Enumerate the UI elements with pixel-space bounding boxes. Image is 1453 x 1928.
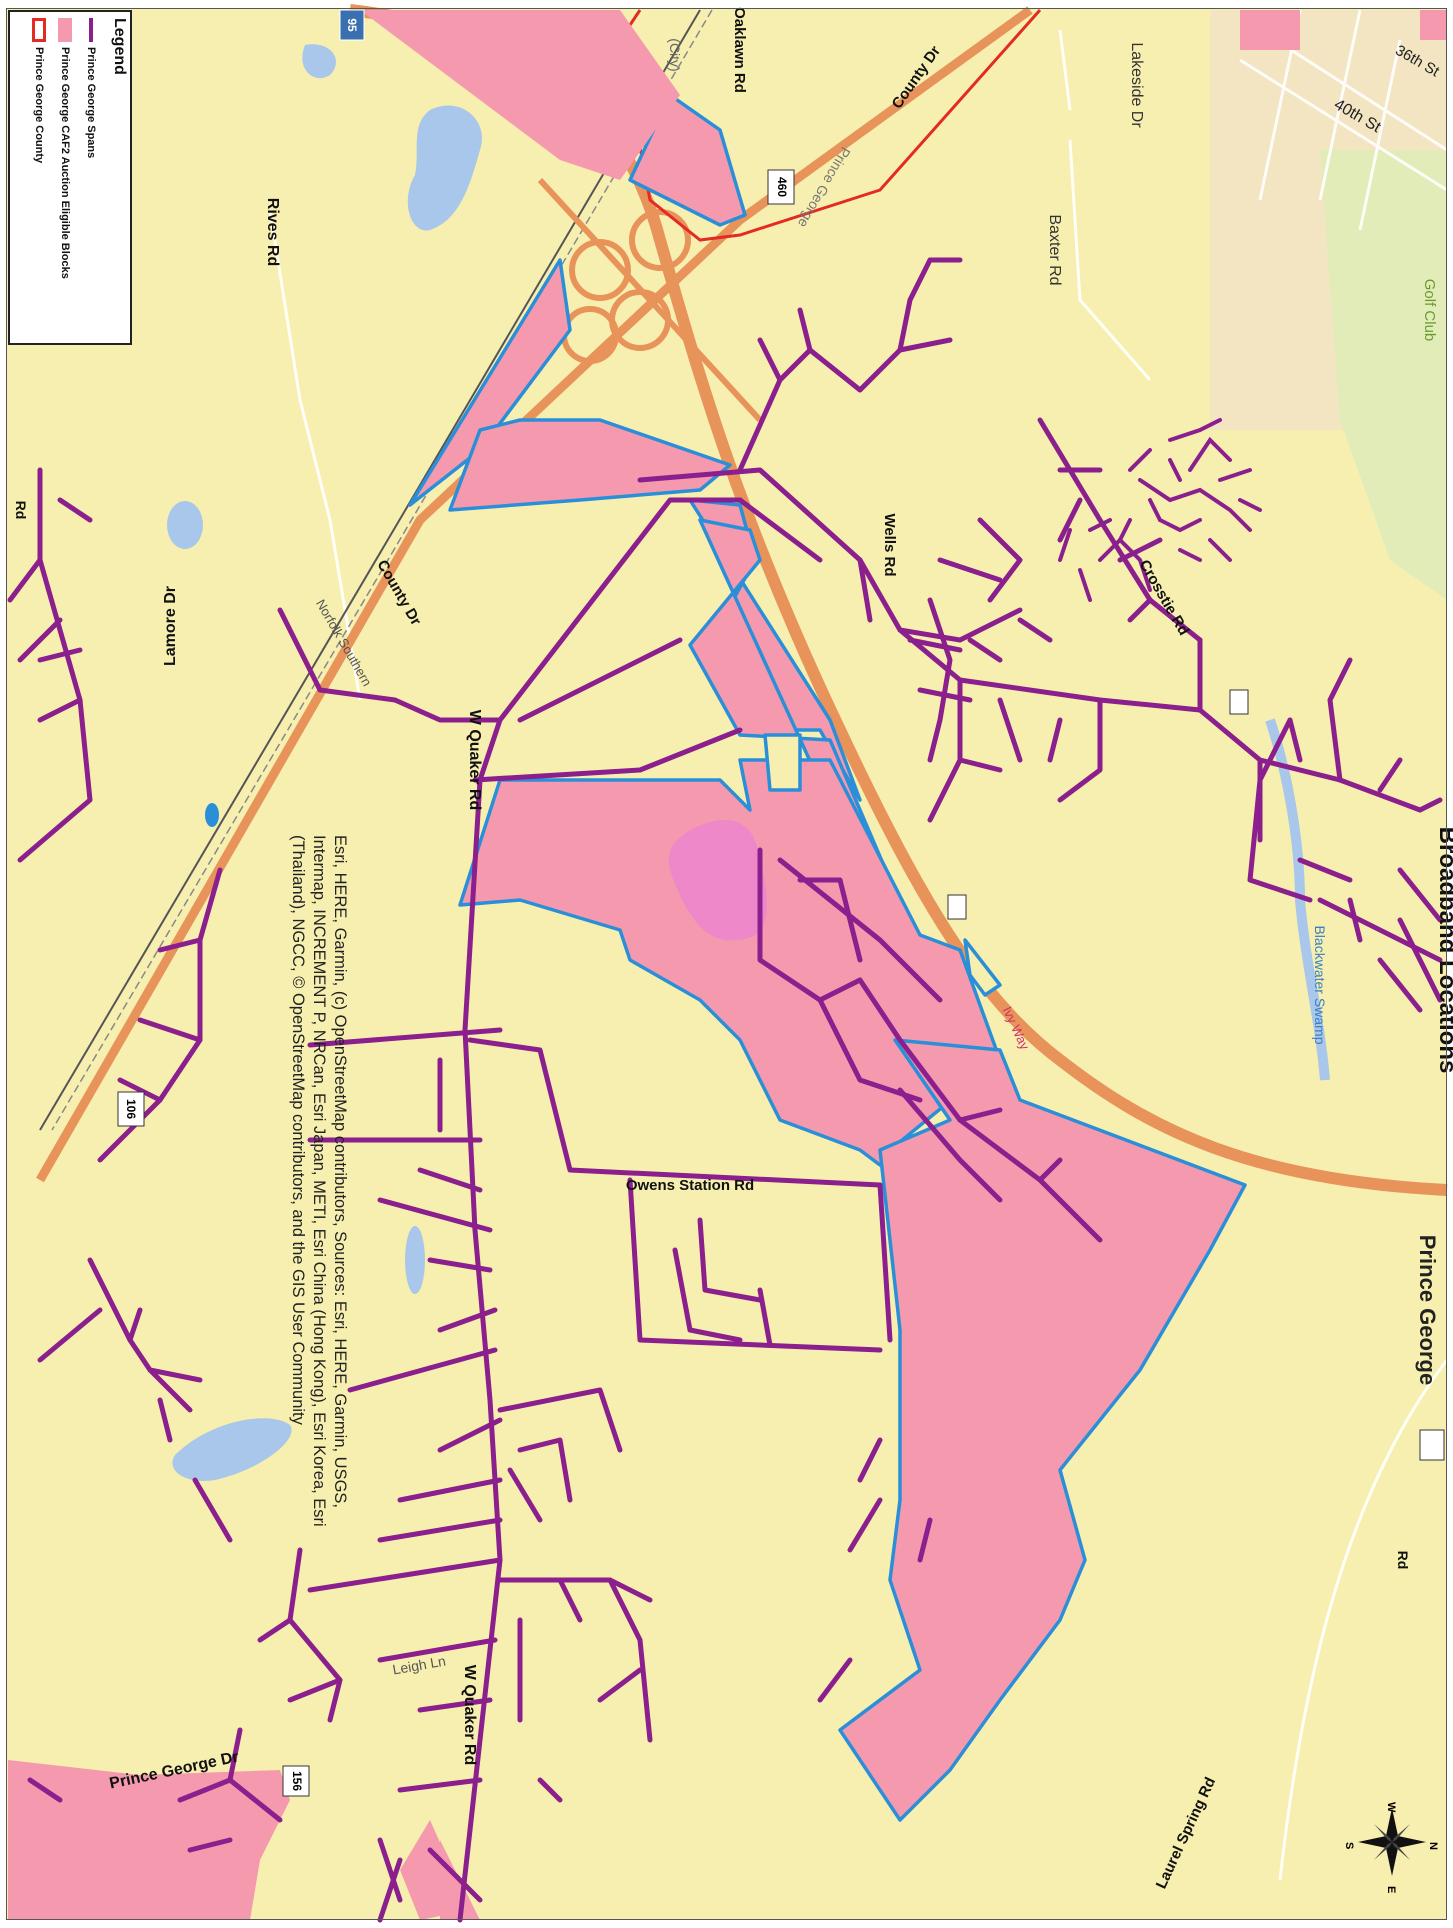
legend-label-county: Prince George County xyxy=(33,47,45,164)
label-blackwater-swamp: Blackwater Swamp xyxy=(1312,925,1328,1044)
attribution-credits: Esri, HERE, Garmin, (c) OpenStreetMap co… xyxy=(260,835,350,1835)
norfolk-southern-railroad xyxy=(39,9,701,1131)
county-dr-road xyxy=(36,6,1033,1183)
legend-label-blocks: Prince George CAF2 Auction Eligible Bloc… xyxy=(59,47,71,279)
lake-north xyxy=(407,105,482,231)
label-lamore-dr: Lamore Dr xyxy=(162,586,179,666)
label-ct-rd: Rd xyxy=(13,501,29,520)
label-baxter-rd: Baxter Rd xyxy=(1046,214,1063,285)
pond-west xyxy=(167,501,203,549)
legend-item-spans: Prince George Spans xyxy=(78,18,104,158)
eligible-block-dark-patch xyxy=(668,820,768,941)
pond-northwest xyxy=(302,44,336,79)
label-golf-club: Golf Club xyxy=(1421,279,1438,342)
blackwater-swamp-stream xyxy=(1265,718,1330,1081)
route-95-shield: 95 xyxy=(345,18,359,32)
label-oaklawn-rd: Oaklawn Rd xyxy=(731,7,748,93)
compass-w: W xyxy=(1385,1802,1397,1813)
legend-content: Legend Prince George Spans Prince George… xyxy=(10,12,130,343)
prince-george-spans xyxy=(7,257,1443,1923)
label-prince-george: Prince George xyxy=(1415,1235,1440,1385)
compass-e: E xyxy=(1385,1886,1397,1893)
route-106-shield: 106 xyxy=(124,1099,138,1119)
legend-box: Legend Prince George Spans Prince George… xyxy=(8,10,132,345)
credits-line-2: Intermap, INCREMENT P, NRCan, Esri Japan… xyxy=(310,835,328,1527)
legend-outline-swatch xyxy=(32,18,46,42)
cloverleaf-interchange xyxy=(537,177,763,423)
legend-title: Legend xyxy=(111,18,128,75)
compass-n: N xyxy=(1427,1842,1439,1850)
dense-span-cluster xyxy=(1058,418,1262,602)
railroad-parallel xyxy=(51,9,713,1131)
route-156-shield: 156 xyxy=(290,1771,304,1791)
pond-center-west xyxy=(405,1226,425,1294)
label-partial-rd: Rd xyxy=(1395,1551,1411,1570)
eligible-blocks xyxy=(8,10,1447,1920)
credits-line-1: Esri, HERE, Garmin, (c) OpenStreetMap co… xyxy=(331,835,349,1509)
route-shields: 460 106 156 95 xyxy=(117,9,1445,1797)
pond-south-west xyxy=(172,1418,292,1481)
legend-fill-swatch xyxy=(58,18,72,42)
pond-small xyxy=(205,803,219,827)
legend-item-county: Prince George County xyxy=(26,18,52,163)
legend-item-blocks: Prince George CAF2 Auction Eligible Bloc… xyxy=(52,18,78,279)
label-city: (City) xyxy=(667,38,683,71)
label-wells-rd: Wells Rd xyxy=(881,513,898,576)
label-rives-rd: Rives Rd xyxy=(264,198,281,266)
page-title-partial: Broadband Locations xyxy=(1434,827,1453,1074)
golf-club-area xyxy=(1320,150,1447,600)
place-labels: Golf Club Blackwater Swamp Prince George xyxy=(1312,279,1440,1385)
label-owens-station-rd: Owens Station Rd xyxy=(626,1177,754,1194)
compass-rose xyxy=(1358,1808,1426,1876)
label-w-quaker-rd: W Quaker Rd xyxy=(466,710,483,810)
label-lakeside-dr: Lakeside Dr xyxy=(1128,42,1145,128)
legend-label-spans: Prince George Spans xyxy=(85,47,97,159)
route-460-shield: 460 xyxy=(775,177,789,197)
credits-line-3: (Thailand), NGCC, © OpenStreetMap contri… xyxy=(289,835,307,1425)
compass-s: S xyxy=(1343,1842,1355,1849)
legend-line-swatch xyxy=(89,18,93,42)
label-w-quaker-rd-south: W Quaker Rd xyxy=(461,1665,478,1765)
